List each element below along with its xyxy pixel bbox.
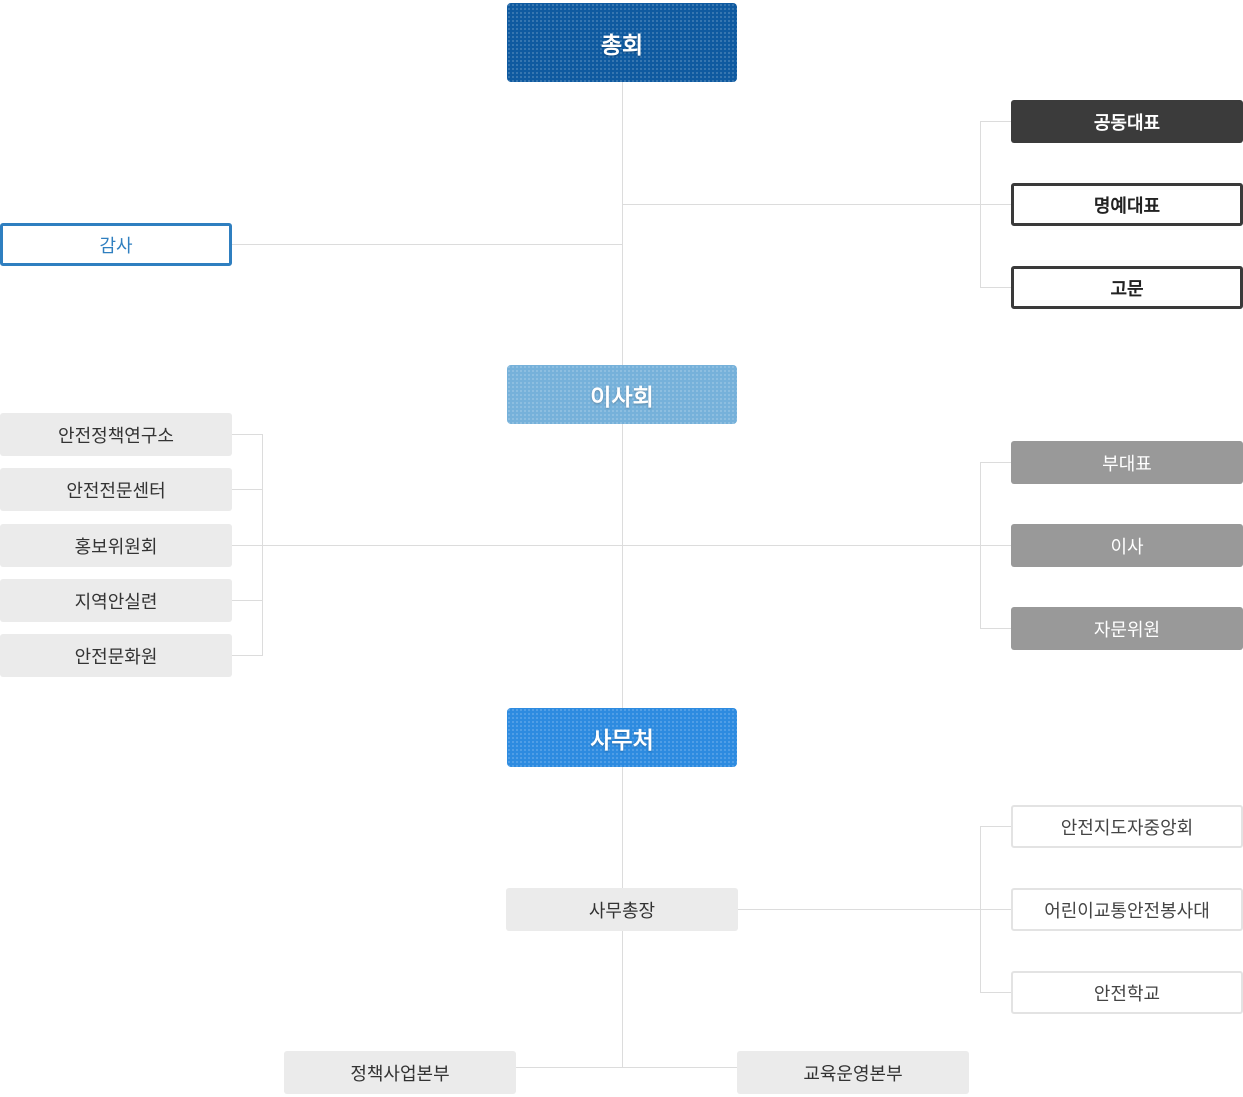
secretariat-node: 사무처 (507, 708, 737, 767)
board-left-tick-4 (232, 600, 262, 601)
secgen-right-tick-3 (980, 992, 1011, 993)
board-node: 이사회 (507, 365, 737, 424)
ga-right-bracket (980, 121, 981, 287)
safety-culture-institute-node: 안전문화원 (0, 634, 232, 677)
safety-expert-center-node: 안전전문센터 (0, 468, 232, 511)
board-right-bracket (980, 462, 981, 628)
audit-connector (232, 244, 622, 245)
board-left-tick-5 (232, 655, 262, 656)
ga-right-tick-3 (980, 287, 1011, 288)
pr-committee-node: 홍보위원회 (0, 524, 232, 567)
honorary-representative-node: 명예대표 (1011, 183, 1243, 226)
board-right-tick-3 (980, 628, 1011, 629)
co-representative-node: 공동대표 (1011, 100, 1243, 143)
education-operations-division-node: 교육운영본부 (737, 1051, 969, 1094)
board-left-tick-1 (232, 434, 262, 435)
secretary-general-node: 사무총장 (506, 888, 738, 931)
child-traffic-safety-volunteers-node: 어린이교통안전봉사대 (1011, 888, 1243, 931)
secgen-right-tick-1 (980, 826, 1011, 827)
secgen-right-connector (738, 909, 1011, 910)
regional-branch-node: 지역안실련 (0, 579, 232, 622)
director-node: 이사 (1011, 524, 1243, 567)
board-left-tick-2 (232, 489, 262, 490)
ga-right-connector (623, 204, 1011, 205)
board-horizontal-connector (232, 545, 1011, 546)
vice-representative-node: 부대표 (1011, 441, 1243, 484)
safety-leaders-association-node: 안전지도자중앙회 (1011, 805, 1243, 848)
ga-right-tick-1 (980, 121, 1011, 122)
secgen-right-bracket (980, 826, 981, 992)
policy-business-division-node: 정책사업본부 (284, 1051, 516, 1094)
audit-node: 감사 (0, 223, 232, 266)
safety-policy-institute-node: 안전정책연구소 (0, 413, 232, 456)
safety-school-node: 안전학교 (1011, 971, 1243, 1014)
board-left-bracket (262, 434, 263, 656)
board-right-tick-1 (980, 462, 1011, 463)
general-assembly-node: 총회 (507, 3, 737, 82)
bottom-connector (486, 1067, 737, 1068)
advisory-member-node: 자문위원 (1011, 607, 1243, 650)
advisor-node: 고문 (1011, 266, 1243, 309)
spine-line (622, 82, 623, 1068)
